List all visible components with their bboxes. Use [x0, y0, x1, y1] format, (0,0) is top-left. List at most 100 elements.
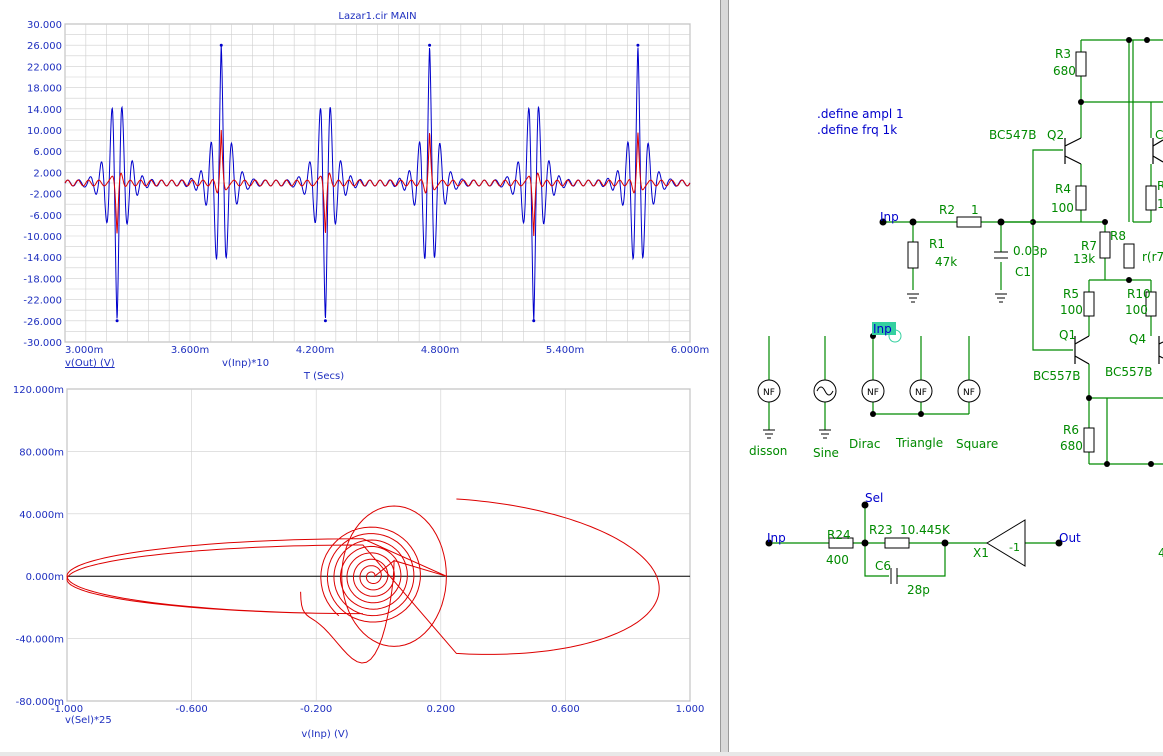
y-tick-label: -80.000m	[16, 697, 64, 708]
label-disson: disson	[749, 444, 787, 458]
y-tick-label: 2.000	[33, 168, 62, 179]
transistor-q2[interactable]	[1064, 137, 1082, 165]
label-q4: Q4	[1129, 332, 1146, 346]
label-inp-1: Inp	[880, 210, 899, 224]
label-r5-value: 100	[1060, 303, 1083, 317]
resistor-r7[interactable]	[1099, 231, 1111, 259]
label-inp-3: Inp	[767, 531, 786, 545]
transistor-q1[interactable]	[1074, 335, 1090, 365]
resistor-r23[interactable]	[884, 537, 910, 549]
y-tick-label: -14.000	[23, 253, 62, 264]
label-r6-value: 680	[1060, 439, 1083, 453]
x-axis-label: T (Secs)	[303, 371, 344, 382]
resistor-r-right[interactable]	[1145, 185, 1157, 211]
label-q1: Q1	[1059, 328, 1076, 342]
source-square[interactable]: NF	[957, 379, 981, 403]
label-r6: R6	[1063, 423, 1079, 437]
label-edge-c: C	[1155, 128, 1163, 142]
bottom-stage-labels: Sel Inp R24 400 R23 10.445K C6 28p X1 -1…	[767, 491, 1081, 597]
label-r8: R8	[1110, 229, 1126, 243]
source-triangle[interactable]: NF	[909, 379, 933, 403]
label-r23-value: 10.445K	[900, 523, 951, 537]
label-x1-gain: -1	[1009, 541, 1020, 554]
selected-node-highlight[interactable]	[872, 322, 896, 335]
label-r2-value: 1	[971, 203, 979, 217]
y-tick-label: 30.000	[27, 20, 62, 31]
label-r1-value: 47k	[935, 255, 957, 269]
y-tick-label: -6.000	[30, 211, 62, 222]
label-c6-value: 28p	[907, 583, 930, 597]
resistor-r6[interactable]	[1083, 427, 1095, 453]
label-q1-model: BC557B	[1033, 369, 1081, 383]
label-r7-value: 13k	[1073, 252, 1095, 266]
vout-peak-point	[219, 43, 223, 47]
source-sine[interactable]	[813, 379, 837, 403]
x-tick-label: -0.600	[175, 704, 207, 715]
resistor-r5[interactable]	[1083, 291, 1095, 317]
transistors	[1064, 137, 1163, 365]
signal-sources: NF NF NF NF	[749, 322, 998, 460]
label-r3: R3	[1055, 47, 1071, 61]
label-q2-model: BC547B	[989, 128, 1037, 142]
label-r5: R5	[1063, 287, 1079, 301]
x-tick-label: 0.200	[426, 704, 455, 715]
vout-peak-point	[636, 43, 640, 47]
resistor-r4[interactable]	[1075, 185, 1087, 211]
transistor-q4[interactable]	[1158, 336, 1163, 364]
resistor-r10[interactable]	[1145, 291, 1157, 317]
legend-series-vout: v(Out) (V)	[65, 358, 115, 369]
label-r4: R4	[1055, 182, 1071, 196]
x-tick-label: 6.000m	[671, 345, 709, 356]
source-disson[interactable]: NF	[757, 379, 781, 403]
define-ampl-text: .define ampl 1	[817, 107, 904, 121]
plot-frame	[66, 388, 691, 702]
vout-peak-point	[115, 319, 119, 323]
vout-peak-point	[532, 319, 536, 323]
y-tick-label: -10.000	[23, 232, 62, 243]
resistor-r24[interactable]	[828, 537, 854, 549]
label-sel: Sel	[865, 491, 883, 505]
resistor-r8[interactable]	[1123, 243, 1135, 269]
y-tick-label: 0.000m	[26, 572, 64, 583]
resistor-r1[interactable]	[907, 241, 919, 269]
label-r24-value: 400	[826, 553, 849, 567]
source-dirac[interactable]: NF	[861, 379, 885, 403]
series-vsel-curve	[66, 498, 660, 664]
legend-series-vsel: v(Sel)*25	[65, 715, 112, 726]
bottom-stage-parts	[765, 501, 1063, 584]
y-tick-label: -18.000	[23, 274, 62, 285]
output-stage-parts	[1075, 51, 1157, 453]
label-q4-model: BC557B	[1105, 365, 1153, 379]
transient-chart[interactable]: 30.00026.00022.00018.00014.00010.0006.00…	[23, 11, 709, 382]
y-tick-label: -22.000	[23, 296, 62, 307]
y-tick-label: 26.000	[27, 41, 62, 52]
label-r10: R10	[1127, 287, 1151, 301]
y-tick-label: 14.000	[27, 105, 62, 116]
y-tick-label: 40.000m	[19, 510, 64, 521]
x-tick-label: -1.000	[51, 704, 83, 715]
vout-peak-point	[428, 43, 432, 47]
analysis-plots[interactable]: 30.00026.00022.00018.00014.00010.0006.00…	[0, 0, 720, 752]
input-network-labels: Inp R2 1 R1 47k 0.03p C1	[880, 203, 1047, 279]
label-r3-value: 680	[1053, 64, 1076, 78]
schematic-pane[interactable]: .define ampl 1 .define frq 1k	[729, 0, 1163, 752]
transistor-q3[interactable]	[1152, 138, 1163, 164]
schematic-canvas[interactable]: .define ampl 1 .define frq 1k	[729, 0, 1163, 752]
sine-wave-icon	[816, 386, 834, 396]
label-r1: R1	[929, 237, 945, 251]
y-tick-label: 10.000	[27, 126, 62, 137]
capacitor-c6[interactable]	[890, 568, 898, 584]
inverter-x1[interactable]	[986, 519, 1026, 567]
define-frq-text: .define frq 1k	[817, 123, 897, 137]
output-stage-labels: R3 680 BC547B Q2 C R4 100 R 1 R7 13k R8 …	[989, 47, 1163, 560]
pane-splitter[interactable]	[720, 0, 729, 752]
chart-title: Lazar1.cir MAIN	[338, 11, 416, 22]
resistor-r3[interactable]	[1075, 51, 1087, 77]
xy-phase-chart[interactable]: 120.000m80.000m40.000m0.000m-40.000m-80.…	[13, 385, 704, 740]
x-tick-label: -0.200	[300, 704, 332, 715]
y-tick-label: -40.000m	[16, 635, 64, 646]
x-tick-label: 5.400m	[546, 345, 584, 356]
source-nf-label: NF	[867, 388, 879, 398]
resistor-r2[interactable]	[956, 216, 982, 228]
